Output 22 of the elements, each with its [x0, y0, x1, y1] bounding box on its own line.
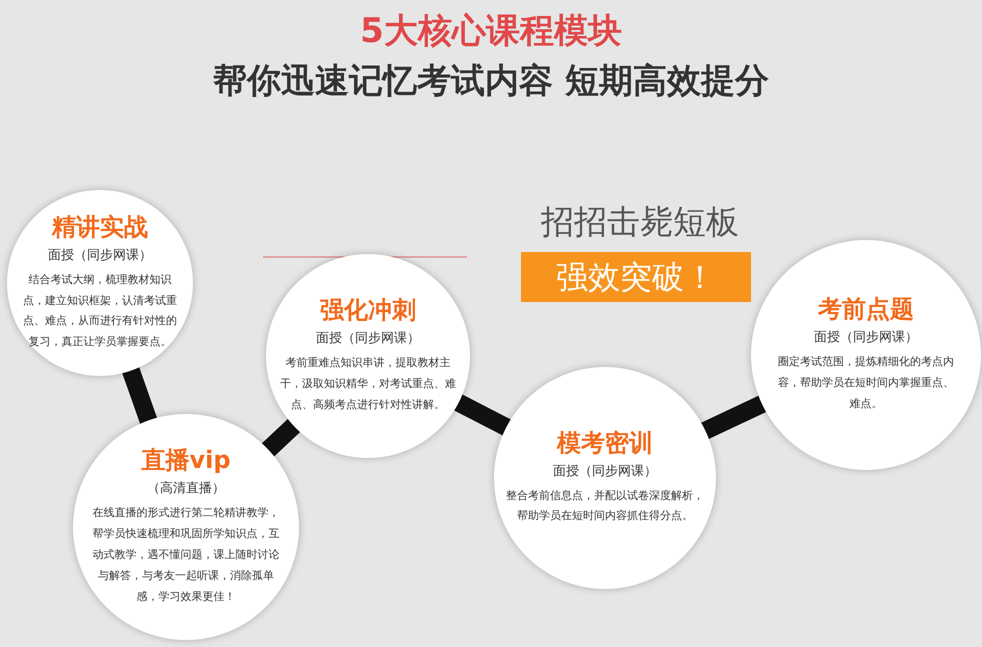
course-description: 在线直播的形式进行第二轮精讲教学，帮学员快速梳理和巩固所学知识点，互动式教学，遇不懂问题，课上随时讨论与解答，与考友一起听课，消除孤单感，学习效果更佳！: [92, 505, 280, 605]
course-heading: 考前点题: [818, 295, 914, 324]
connector-bar: [452, 394, 512, 436]
slogan: 招招击毙短板: [540, 201, 740, 243]
highlight-banner: 强效突破！: [521, 252, 751, 302]
course-description: 结合考试大纲，梳理教材知识点，建立知识框架，认清考试重点、难点，从而进行有针对性的复习，真正让学员掌握要点。: [22, 272, 178, 350]
connector-bar: [122, 366, 158, 426]
subtitle: 帮你迅速记忆考试内容 短期高效提分: [212, 60, 770, 103]
course-heading: 模考密训: [557, 428, 653, 458]
course-description: 整合考前信息点，并配以试卷深度解析，帮助学员在短时间内容抓住得分点。: [506, 488, 704, 524]
course-format: 面授（同步网课）: [48, 246, 152, 264]
connector-bar: [260, 418, 302, 458]
course-format: 面授（同步网课）: [553, 462, 657, 480]
course-description: 考前重难点知识串讲，提取教材主干，汲取知识精华，对考试重点、难点、高频考点进行针对性讲解。: [280, 355, 456, 413]
course-heading: 强化冲刺: [320, 296, 416, 326]
course-heading: 精讲实战: [52, 212, 148, 242]
title: 5大核心课程模块: [359, 10, 623, 53]
course-format: 面授（同步网课）: [814, 329, 918, 346]
course-format: （高清直播）: [147, 480, 225, 498]
course-description: 圈定考试范围，提炼精细化的考点内容，帮助学员在短时间内掌握重点、难点。: [777, 354, 955, 412]
course-heading: 直播vip: [141, 446, 231, 476]
course-format: 面授（同步网课）: [316, 330, 420, 348]
